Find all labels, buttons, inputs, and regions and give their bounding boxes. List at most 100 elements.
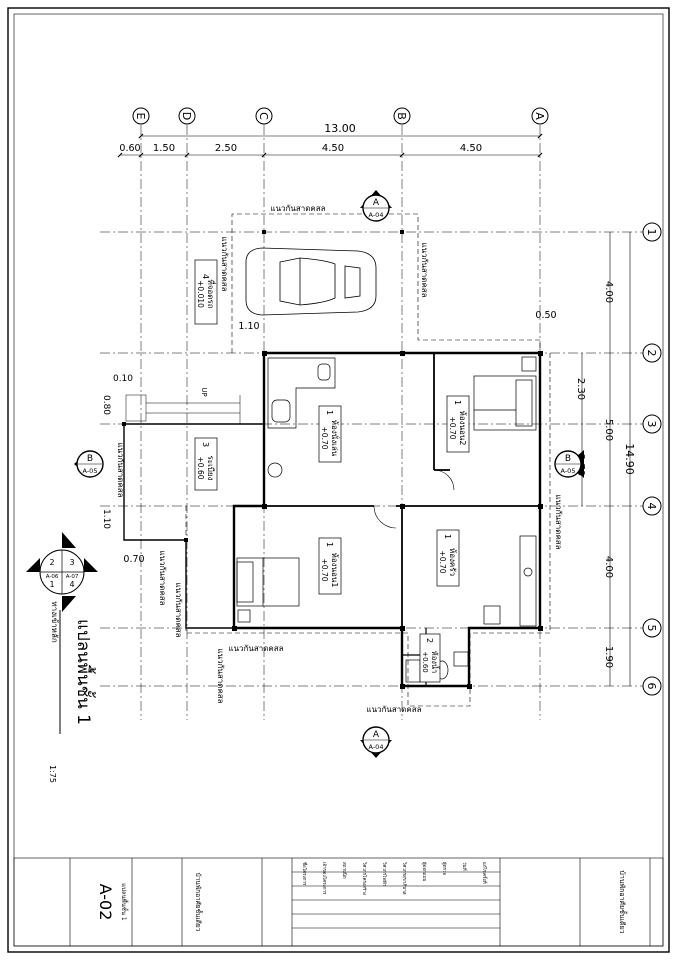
elevation-key: 2 3 1 4 A-06 A-07: [26, 532, 98, 612]
section-marker-a-bottom: A A-04: [360, 726, 392, 758]
svg-text:4: 4: [201, 274, 210, 279]
svg-text:วันที่: วันที่: [461, 862, 468, 871]
svg-text:+0.70: +0.70: [320, 427, 329, 450]
svg-text:+0.70: +0.70: [438, 551, 447, 574]
sheet-border: [7, 7, 670, 953]
dim-v-2: 4.00: [603, 556, 614, 578]
dim-misc-0: 0.50: [535, 310, 556, 321]
dim-h-4: 4.50: [460, 143, 482, 154]
grid-bubble-4: 4: [642, 496, 662, 516]
svg-text:วิศวกรโครงสร้าง: วิศวกรโครงสร้าง: [361, 862, 368, 895]
eave-label-porch2: แนวกันสาดคสล: [174, 582, 183, 637]
dim-v-3: 1.90: [603, 646, 614, 668]
car-icon: [245, 247, 377, 316]
svg-text:3: 3: [69, 558, 74, 567]
grid-bubble-2: 2: [642, 343, 662, 363]
room-bedroom1: 1 ห้องนอน1 +0.70: [318, 537, 342, 595]
svg-text:วิศวกรสุขาภิบาล: วิศวกรสุขาภิบาล: [401, 862, 407, 895]
svg-text:A-05: A-05: [83, 467, 98, 475]
svg-text:วิศวกรไฟฟ้า: วิศวกรไฟฟ้า: [381, 862, 387, 887]
section-marker-b-left: B A-05: [74, 450, 104, 478]
eave-label-left: แนวกันสาดคสล: [116, 442, 125, 497]
svg-text:A: A: [373, 730, 380, 740]
eave-label-bottom: แนวกันสาดคสล: [228, 644, 283, 653]
svg-text:2: 2: [645, 350, 658, 357]
svg-text:สถาปนิก: สถาปนิก: [341, 862, 347, 879]
svg-text:ชื่อโครงการ: ชื่อโครงการ: [301, 862, 308, 886]
svg-text:ห้องนอน2: ห้องนอน2: [458, 411, 467, 446]
svg-text:+0.60: +0.60: [421, 651, 429, 672]
grid-bubble-b: B: [393, 107, 411, 125]
grid-bubble-3: 3: [642, 414, 662, 434]
svg-text:4: 4: [645, 503, 658, 510]
svg-text:ที่จอดรถ: ที่จอดรถ: [206, 279, 217, 308]
room-porch: 3 ระเบียง +0.60: [194, 437, 218, 491]
dim-h-3: 4.50: [322, 143, 344, 154]
main-entrance-label: ทางเข้าหลัก: [50, 601, 59, 643]
svg-text:+0.60: +0.60: [196, 457, 205, 480]
svg-text:A: A: [533, 112, 546, 120]
svg-text:1: 1: [443, 534, 452, 539]
svg-text:ผู้ตรวจ: ผู้ตรวจ: [441, 862, 447, 876]
svg-text:ห้องน้ำ: ห้องน้ำ: [430, 651, 440, 673]
grid-bubble-6: 6: [642, 676, 662, 696]
svg-text:C: C: [257, 112, 270, 120]
furniture: [236, 356, 537, 683]
svg-text:E: E: [134, 113, 147, 120]
grid-bubble-1: 1: [642, 222, 662, 242]
svg-text:B: B: [565, 454, 571, 464]
dim-v-1: 5.00: [603, 419, 614, 441]
section-marker-a-top: A A-04: [360, 190, 392, 222]
sheet-number: A-02: [96, 884, 115, 921]
svg-text:3: 3: [201, 442, 210, 447]
svg-text:1: 1: [453, 400, 462, 405]
grid-bubble-5: 5: [642, 618, 662, 638]
svg-text:5: 5: [645, 625, 658, 632]
dim-v-0: 4.00: [603, 281, 614, 303]
top-dimensions: [117, 133, 543, 158]
up-label: UP: [200, 387, 208, 396]
svg-text:B: B: [87, 454, 93, 464]
room-bath: 2 ห้องน้ำ +0.60: [419, 633, 441, 683]
grid-bubble-c: C: [255, 107, 273, 125]
svg-text:1: 1: [325, 542, 334, 547]
svg-text:ห้องนั่งเล่น: ห้องนั่งเล่น: [330, 420, 341, 457]
grid-bubbles-numbers: 1 2 3 4 5 6: [642, 222, 662, 696]
title-block-fields: ชื่อโครงการ เจ้าของโครงการ สถาปนิก วิศวก…: [301, 862, 488, 895]
grid-bubble-a: A: [531, 107, 549, 125]
room-bedroom2: 1 ห้องนอน2 +0.70: [446, 395, 470, 453]
sheet-title: แปลนพื้นชั้น 1: [120, 883, 130, 921]
svg-text:แก้ไขครั้งที่: แก้ไขครั้งที่: [481, 862, 488, 884]
room-living: 1 ห้องนั่งเล่น +0.70: [318, 405, 342, 463]
dim-misc-5: 0.70: [123, 554, 144, 565]
dim-h-2: 2.50: [215, 143, 237, 154]
svg-text:+0.70: +0.70: [448, 417, 457, 440]
dim-misc-3: 0.80: [101, 395, 111, 415]
right-dimensions: [581, 232, 631, 686]
svg-text:1: 1: [325, 410, 334, 415]
svg-text:1: 1: [645, 229, 658, 236]
dim-h-1: 1.50: [153, 143, 175, 154]
plan-title: แปลนพื้นชั้น 1: [73, 619, 96, 725]
svg-text:A-06: A-06: [46, 574, 59, 580]
svg-text:1: 1: [49, 580, 54, 589]
eave-label-bath: แนวกันสาดคสล: [366, 705, 421, 714]
grid-bubbles-letters: E D C B A: [132, 107, 549, 125]
dim-h-0: 0.60: [119, 143, 140, 154]
project-name-block: บ้านพักอาศัยชั้นเดียว: [194, 873, 203, 932]
columns: [122, 230, 543, 689]
svg-text:6: 6: [645, 683, 658, 690]
dim-misc-1: 1.10: [238, 321, 259, 332]
svg-text:เจ้าของโครงการ: เจ้าของโครงการ: [321, 862, 328, 895]
svg-text:A-04: A-04: [369, 211, 384, 219]
eave-label-bottom2: แนวกันสาดคสล: [216, 648, 225, 703]
svg-text:+0.010: +0.010: [196, 280, 205, 308]
project-name: บ้านพักอาศัยชั้นเดียว: [618, 870, 629, 933]
room-carport: 4 ที่จอดรถ +0.010: [194, 259, 218, 325]
dim-misc-2: 0.10: [113, 374, 133, 384]
plan-title-block: แปลนพื้นชั้น 1 1:75: [48, 610, 96, 783]
svg-text:ระเบียง: ระเบียง: [206, 456, 215, 481]
grid-bubble-e: E: [132, 107, 150, 125]
svg-text:A-05: A-05: [561, 467, 576, 475]
svg-text:A: A: [373, 198, 380, 208]
